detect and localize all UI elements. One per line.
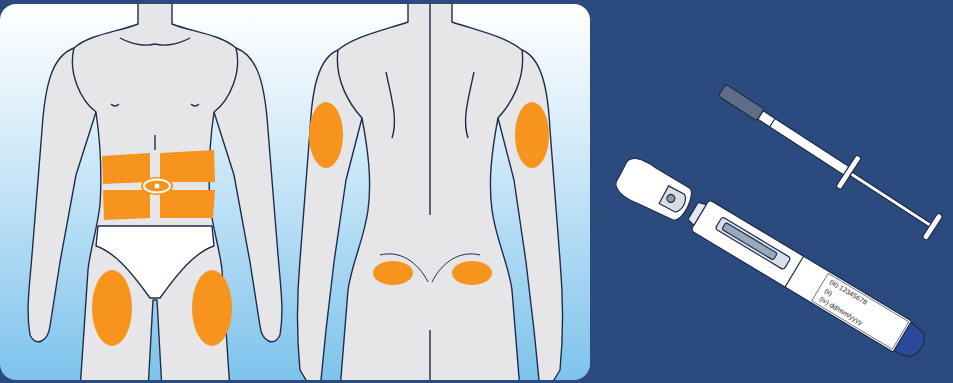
pen-body (684, 195, 931, 363)
thigh-site (92, 270, 132, 346)
back-body (297, 4, 562, 380)
abdomen-sites (102, 150, 215, 220)
buttock-site (452, 261, 492, 285)
arm-site (309, 102, 343, 168)
arm-site (515, 102, 549, 168)
buttock-site (373, 261, 413, 285)
syringe (712, 74, 946, 244)
thigh-site (192, 270, 232, 346)
pen-cap (612, 154, 698, 226)
front-body (28, 4, 282, 380)
